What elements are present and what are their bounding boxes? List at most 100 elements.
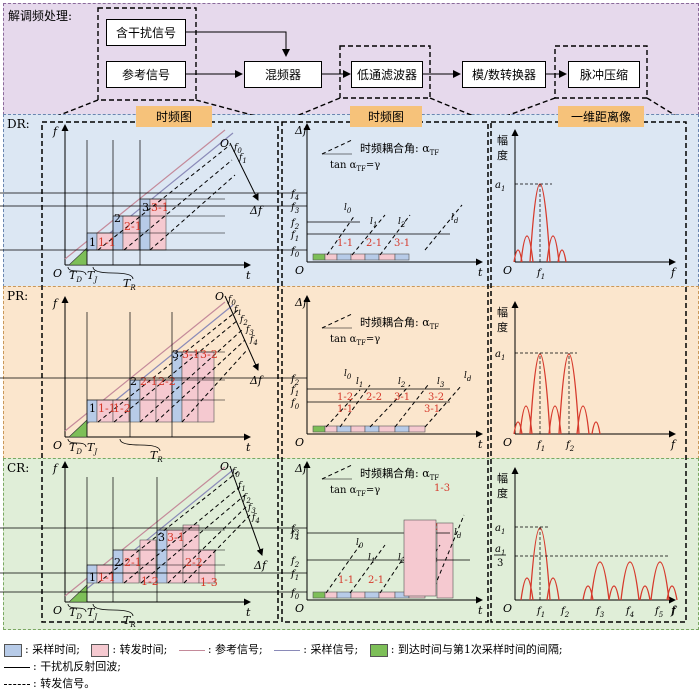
col3-header: 一维距离像 [558,106,644,127]
cr-peak-6 [582,585,594,601]
cr-tr: TR [123,614,136,629]
cr-peak-9 [666,585,678,601]
pr-coupling-text: 时频耦合角: αTF [360,315,439,331]
cr-x-label-3: f4 [625,606,634,619]
dr-forward-3 [424,204,463,251]
pr-df-y-label: Δf [294,296,309,309]
pr-freq-label-0: f0 [290,398,300,411]
cr-freq-label-2: f2 [290,556,300,569]
pr-y-label: f [52,297,59,310]
pr-seg-label-1: 2-2 [366,392,382,403]
pr-forward-1 [339,384,371,428]
dr-freq-label-3: f4 [290,189,299,202]
dr-seg-tag-2: l2 [398,217,406,229]
dr-peak-4 [557,249,567,263]
dr-cell-label-0: 1 [89,236,96,249]
dr-origin: O [53,267,62,280]
col2-header: 时频图 [350,106,422,127]
cr-cell-label-8: 1-3 [200,576,218,589]
cr-forward-4 [431,514,465,594]
dr-peak-2 [546,235,560,263]
cr-coupling-line [321,464,353,480]
cr-arrival-gap [68,584,88,603]
cr-x-label-4: f5 [654,606,664,619]
cr-cell-label-3: 2-1 [124,556,142,569]
dr-forward-0 [326,214,356,256]
dr-rotated-axis [229,142,259,201]
dr-rp-origin: O [503,264,512,277]
cr-x-label-5: f [671,606,678,617]
cr-cell-label-2: 2 [114,556,121,569]
pr-freq-label-2: f2 [290,374,300,387]
pr-peak-2 [519,405,533,435]
dr-forward-line-1 [123,159,233,251]
pr-rotated-axis-label: Δf [249,374,264,387]
cr-seg-label-1: 2-1 [368,575,384,586]
cr-forward-1 [349,544,386,594]
cr-seg-tag-4: ld [454,528,462,540]
cr-x-label-1: f2 [560,606,570,619]
cr-freq-label-1: f3 [290,524,300,537]
cr-cell-label-0: 1 [89,571,96,584]
pr-bar-3 [350,425,366,433]
dr-amp-top: 幅 [497,134,508,147]
dr-freq-label-4: f0 [290,246,300,259]
pr-tj: TJ [87,441,98,456]
dr-cell-label-3: 2-1 [124,220,142,233]
cr-seg-tag-1: l1 [368,553,375,565]
pr-cell-7 [181,351,199,423]
pr-bar-7 [408,425,426,433]
pr-arrival-gap [68,419,88,438]
cr-rotated-axis-label: Δf [253,559,268,572]
dr-seg-label-2: 3-1 [394,238,410,249]
cr-rot-f-1: f1 [237,481,246,493]
cr-cell-4 [139,539,157,584]
pr-cell-label-1: 1-1 [98,402,116,415]
pr-peak-0 [529,353,551,435]
adc-box: 模/数转换器 [462,61,546,88]
pr-seg-tag-4: ld [464,371,472,383]
cr-y-label: f [52,462,59,475]
dr-seg-tag-3: ld [451,213,459,225]
pr-cell-8 [197,351,215,423]
pr-x-label: t [246,441,251,454]
pr-x-label-1: f2 [565,440,575,453]
cr-region [3,458,699,630]
dr-seg-label-0: 1-1 [337,238,353,249]
pr-amp-top: 幅 [497,306,508,319]
dr-y-label: f [52,125,59,138]
dr-arrival-gap [68,247,88,266]
dr-df-x-label: t [478,266,483,279]
dr-amp-bottom: 度 [497,148,508,162]
pr-forward-4 [424,384,463,428]
cr-forward-2 [379,544,413,594]
dr-rp-x-label: f [670,266,677,279]
row-label-pr: PR: [7,289,29,303]
pr-peak-5 [513,421,523,435]
dr-cell-label-2: 2 [114,212,121,225]
cr-cell-label-6: 3-1 [167,531,185,544]
cr-x-label-0: f1 [536,606,545,619]
pr-bar-5 [378,425,396,433]
dr-tan-text: tan αTF=γ [330,160,380,173]
cr-bar-5 [378,591,396,599]
cr-tall-forward [403,519,437,597]
cr-rp-x-label: f [670,604,677,617]
pr-seg-tag-0: l0 [344,369,352,381]
pr-bar-1 [324,425,338,433]
cr-tan-text: tan αTF=γ [330,485,380,498]
cr-a1-over-3-den: 3 [497,558,503,569]
dr-rot-f-0: f0 [233,143,242,155]
cr-seg-tag-2: l2 [398,553,406,565]
cr-cell-label-1: 1-1 [98,571,116,584]
pr-rot-f-4: f4 [249,335,258,347]
pr-cell-label-2: 1-2 [113,402,131,415]
dr-peak-1 [520,235,534,263]
pr-cell-label-6: 3 [172,348,179,361]
cr-a1-over-3-num: a1 [495,544,505,557]
cr-rot-f-2: f2 [242,493,251,505]
pr-seg-label-3: 3-2 [428,392,444,403]
dr-df-y-label: Δf [294,124,309,137]
pr-forward-line-1 [113,319,239,423]
cr-seg-label-4: 1-3 [434,483,450,494]
